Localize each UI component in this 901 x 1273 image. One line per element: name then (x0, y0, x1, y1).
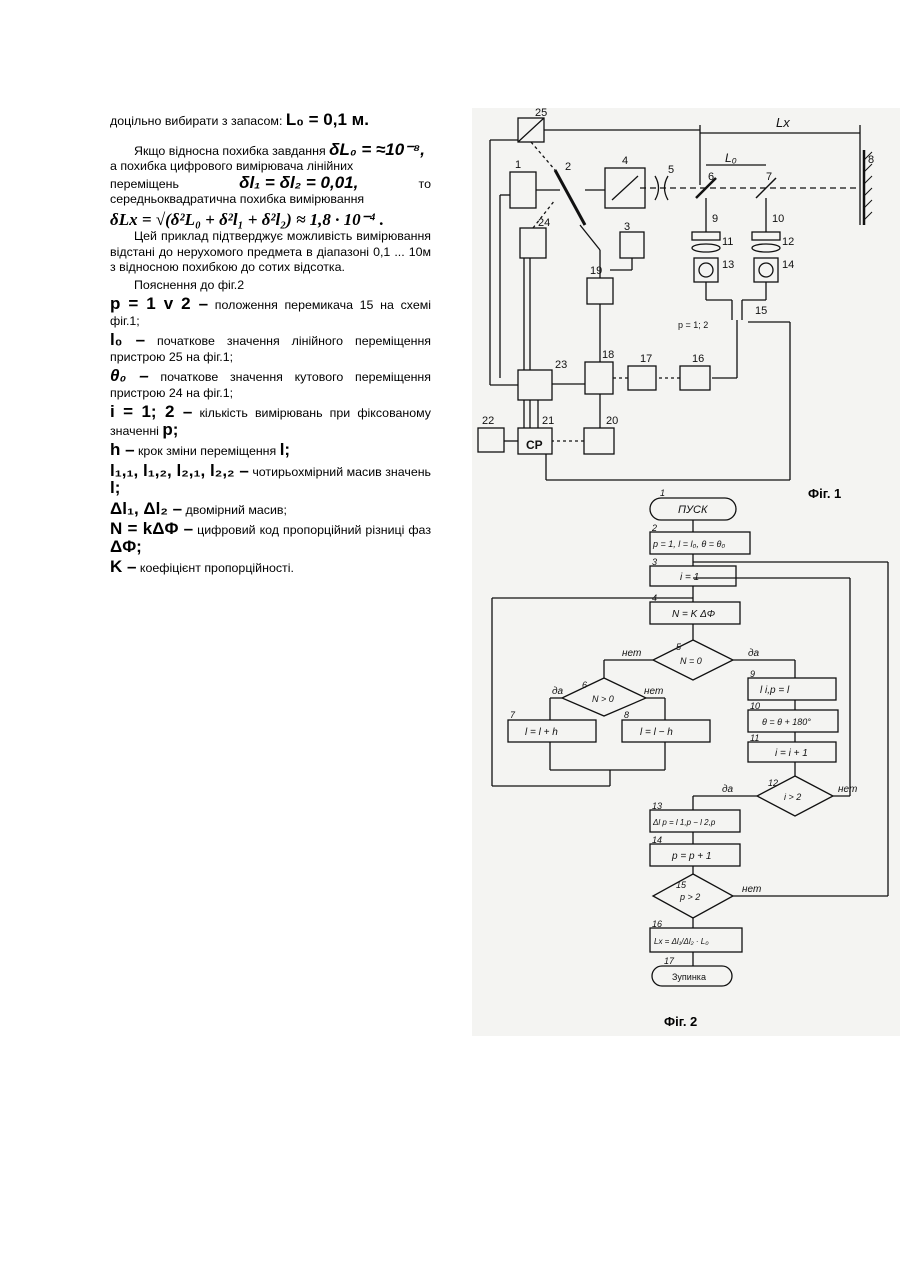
fc-step-16-label: Lx = Δl₁/Δl₂ · L₀ (654, 937, 709, 946)
label-8: 8 (868, 154, 874, 166)
block-23 (518, 370, 552, 400)
label-1: 1 (515, 159, 521, 171)
fc-step-2-label: p = 1, l = l₀, θ = θ₀ (652, 539, 725, 549)
block-20 (584, 428, 614, 454)
fc-decision-6-label: N > 0 (592, 694, 614, 704)
label-lx: Lx (776, 115, 790, 130)
fc-stop-label: Зупинка (672, 972, 706, 982)
fc-step-8-label: l = l − h (640, 727, 673, 738)
label-13: 13 (722, 259, 734, 271)
label-l0: L₀ (725, 151, 737, 165)
block-19 (587, 278, 613, 304)
label-12: 12 (782, 236, 794, 248)
fc-num-7: 7 (510, 710, 516, 720)
fc-decision-5-label: N = 0 (680, 656, 702, 666)
fc-num-16: 16 (652, 919, 662, 929)
fc-num-15: 15 (676, 880, 687, 890)
label-10: 10 (772, 213, 784, 225)
fc-yes-12: да (722, 784, 734, 795)
label-7: 7 (766, 171, 772, 183)
fc-step-3-label: i = 1 (680, 572, 699, 583)
label-25: 25 (535, 107, 547, 119)
fc-num-13: 13 (652, 801, 662, 811)
block-24 (520, 228, 546, 258)
label-18: 18 (602, 349, 614, 361)
fc-num-1: 1 (660, 488, 665, 498)
filter-10 (752, 232, 780, 240)
label-9: 9 (712, 213, 718, 225)
fc-step-7-label: l = l + h (525, 727, 558, 738)
fc-no-6: нет (644, 686, 663, 697)
fc-num-14: 14 (652, 835, 662, 845)
label-p: p = 1; 2 (678, 320, 708, 330)
fc-num-11: 11 (750, 733, 759, 743)
fc-num-6: 6 (582, 680, 587, 690)
label-22: 22 (482, 415, 494, 427)
label-4: 4 (622, 155, 628, 167)
label-3: 3 (624, 221, 630, 233)
fc-step-4-label: N = K ΔΦ (672, 609, 715, 620)
fc-step-14-label: p = p + 1 (671, 851, 711, 862)
label-6: 6 (708, 171, 714, 183)
fc-decision-12-label: i > 2 (784, 792, 801, 802)
fc-decision-15-label: p > 2 (679, 892, 700, 902)
label-21: 21 (542, 415, 554, 427)
detector-14 (754, 258, 778, 282)
fc-step-9-label: l i,p = l (760, 685, 790, 696)
element-2 (555, 170, 585, 225)
label-11: 11 (722, 236, 733, 248)
fc-num-10: 10 (750, 701, 760, 711)
label-19: 19 (590, 265, 602, 277)
label-5: 5 (668, 164, 674, 176)
block-17 (628, 366, 656, 390)
fc-yes-6: да (552, 686, 564, 697)
fc-step-10-label: θ = θ + 180° (762, 717, 811, 727)
block-1-generator (510, 172, 536, 208)
label-15: 15 (755, 305, 767, 317)
fc-num-12: 12 (768, 778, 778, 788)
label-16: 16 (692, 353, 704, 365)
block-22 (478, 428, 504, 452)
fc-start-label: ПУСК (678, 504, 708, 516)
label-24: 24 (538, 217, 550, 229)
fc-no-5: нет (622, 648, 641, 659)
fig1-caption: Фіг. 1 (808, 486, 841, 501)
detector-13 (694, 258, 718, 282)
label-cp: СР (526, 438, 543, 452)
label-2: 2 (565, 161, 571, 173)
fc-num-9: 9 (750, 669, 755, 679)
label-20: 20 (606, 415, 618, 427)
fc-no-12: нет (838, 784, 857, 795)
fc-num-5: 5 (676, 642, 682, 652)
lens-11 (692, 244, 720, 252)
fc-no-15: нет (742, 884, 761, 895)
fc-step-11-label: i = i + 1 (775, 748, 808, 759)
label-17: 17 (640, 353, 652, 365)
fc-num-17: 17 (664, 956, 675, 966)
filter-9 (692, 232, 720, 240)
lens-12 (752, 244, 780, 252)
fc-step-13-label: Δl p = l 1,p − l 2,p (652, 818, 716, 827)
block-16 (680, 366, 710, 390)
fc-num-2: 2 (651, 523, 657, 533)
label-23: 23 (555, 359, 567, 371)
fig2-caption: Фіг. 2 (664, 1014, 697, 1029)
fc-num-3: 3 (652, 557, 657, 567)
label-14: 14 (782, 259, 794, 271)
fc-yes-5: да (748, 648, 760, 659)
block-3 (620, 232, 644, 258)
fc-num-4: 4 (652, 593, 657, 603)
block-18 (585, 362, 613, 394)
fc-num-8: 8 (624, 710, 629, 720)
fig1-diagram (478, 118, 872, 480)
